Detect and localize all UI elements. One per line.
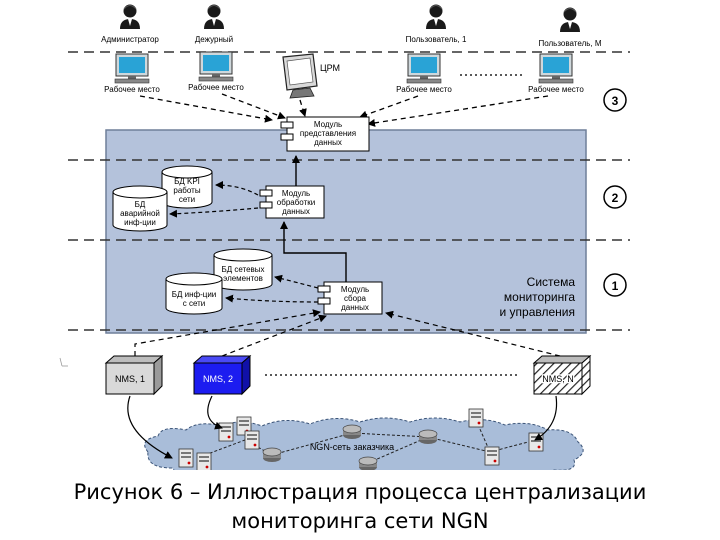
svg-text:представления: представления bbox=[300, 129, 356, 138]
nms-network-links bbox=[127, 395, 558, 459]
svg-text:1: 1 bbox=[612, 279, 619, 293]
svg-text:Дежурный: Дежурный bbox=[195, 35, 233, 44]
svg-text:БД KPI: БД KPI bbox=[174, 177, 200, 186]
user-connections bbox=[139, 93, 549, 127]
svg-text:и управления: и управления bbox=[500, 305, 576, 319]
user-administrator: Администратор bbox=[101, 4, 159, 44]
workstation-user-1: Рабочее место bbox=[396, 53, 452, 94]
svg-text:NMS, 1: NMS, 1 bbox=[115, 374, 145, 384]
system-label: Система мониторинга и управления bbox=[500, 275, 576, 319]
user-m: Пользователь, M bbox=[538, 7, 602, 48]
svg-text:Рабочее место: Рабочее место bbox=[188, 83, 244, 92]
svg-text:данных: данных bbox=[341, 303, 369, 312]
svg-text:сбора: сбора bbox=[344, 294, 366, 303]
collection-module: Модуль сбора данных bbox=[317, 281, 383, 315]
svg-text:обработки: обработки bbox=[277, 198, 315, 207]
svg-text:мониторинга: мониторинга bbox=[504, 290, 575, 304]
processing-module: Модуль обработки данных bbox=[259, 185, 325, 219]
caption-line-2: мониторинга сети NGN bbox=[231, 509, 489, 533]
ngn-cloud-label: NGN-сеть заказчика bbox=[310, 442, 394, 452]
svg-text:БД: БД bbox=[135, 200, 146, 209]
nms-n: NMS, N bbox=[532, 354, 592, 396]
svg-text:Рабочее место: Рабочее место bbox=[528, 85, 584, 94]
level-marker-3: 3 bbox=[603, 88, 627, 112]
db-network-elements: БД сетевых элементов bbox=[213, 248, 273, 291]
svg-text:Система: Система bbox=[527, 275, 576, 289]
workstation-duty: Рабочее место bbox=[188, 51, 244, 92]
workstation-user-m: Рабочее место bbox=[528, 53, 584, 94]
svg-text:Модуль: Модуль bbox=[341, 285, 369, 294]
db-connections bbox=[169, 181, 319, 303]
workstation-administrator: Рабочее место bbox=[104, 53, 160, 94]
svg-text:работы: работы bbox=[173, 186, 200, 195]
svg-text:Администратор: Администратор bbox=[101, 35, 159, 44]
svg-text:инф-ции: инф-ции bbox=[124, 218, 156, 227]
caption-line-1: Рисунок 6 – Иллюстрация процесса централ… bbox=[73, 480, 647, 504]
figure-caption: Рисунок 6 – Иллюстрация процесса централ… bbox=[0, 478, 720, 536]
db-kpi: БД KPI работы сети bbox=[161, 165, 213, 209]
svg-text:NMS, 2: NMS, 2 bbox=[203, 374, 233, 384]
svg-text:NMS, N: NMS, N bbox=[542, 374, 574, 384]
central-monitor-label: ЦРМ bbox=[320, 63, 340, 73]
svg-text:Рабочее место: Рабочее место bbox=[396, 85, 452, 94]
svg-text:элементов: элементов bbox=[223, 274, 263, 283]
svg-text:Модуль: Модуль bbox=[282, 189, 310, 198]
central-monitor-icon bbox=[282, 53, 318, 99]
db-network-info: БД инф-ции с сети bbox=[165, 272, 223, 315]
presentation-module: Модуль представления данных bbox=[280, 116, 370, 152]
nms-1: NMS, 1 bbox=[104, 354, 164, 396]
svg-text:данных: данных bbox=[282, 207, 310, 216]
level-marker-1: 1 bbox=[603, 273, 627, 297]
level-dividers bbox=[68, 51, 630, 331]
svg-text:Рабочее место: Рабочее место bbox=[104, 85, 160, 94]
svg-text:аварийной: аварийной bbox=[120, 209, 160, 218]
nms-corner-marks bbox=[59, 357, 68, 367]
svg-text:сети: сети bbox=[179, 195, 195, 204]
svg-text:данных: данных bbox=[314, 138, 342, 147]
data-flow-lines bbox=[280, 155, 347, 282]
level-marker-2: 2 bbox=[603, 185, 627, 209]
svg-text:БД инф-ции: БД инф-ции bbox=[172, 290, 217, 299]
user-duty: Дежурный bbox=[195, 4, 233, 44]
user-1: Пользователь, 1 bbox=[406, 4, 467, 44]
db-alarms: БД аварийной инф-ции bbox=[112, 185, 168, 232]
svg-text:2: 2 bbox=[612, 191, 619, 205]
nms-connections bbox=[134, 309, 561, 357]
svg-text:БД сетевых: БД сетевых bbox=[221, 265, 264, 274]
svg-text:с сети: с сети bbox=[183, 299, 206, 308]
svg-text:Пользователь, M: Пользователь, M bbox=[538, 39, 601, 48]
svg-text:3: 3 bbox=[612, 94, 619, 108]
nms-2: NMS, 2 bbox=[192, 354, 252, 396]
monitoring-diagram: 3 2 1 Администратор Дежурный Пользовател… bbox=[59, 4, 630, 470]
svg-text:Модуль: Модуль bbox=[314, 120, 342, 129]
svg-text:Пользователь, 1: Пользователь, 1 bbox=[406, 35, 467, 44]
